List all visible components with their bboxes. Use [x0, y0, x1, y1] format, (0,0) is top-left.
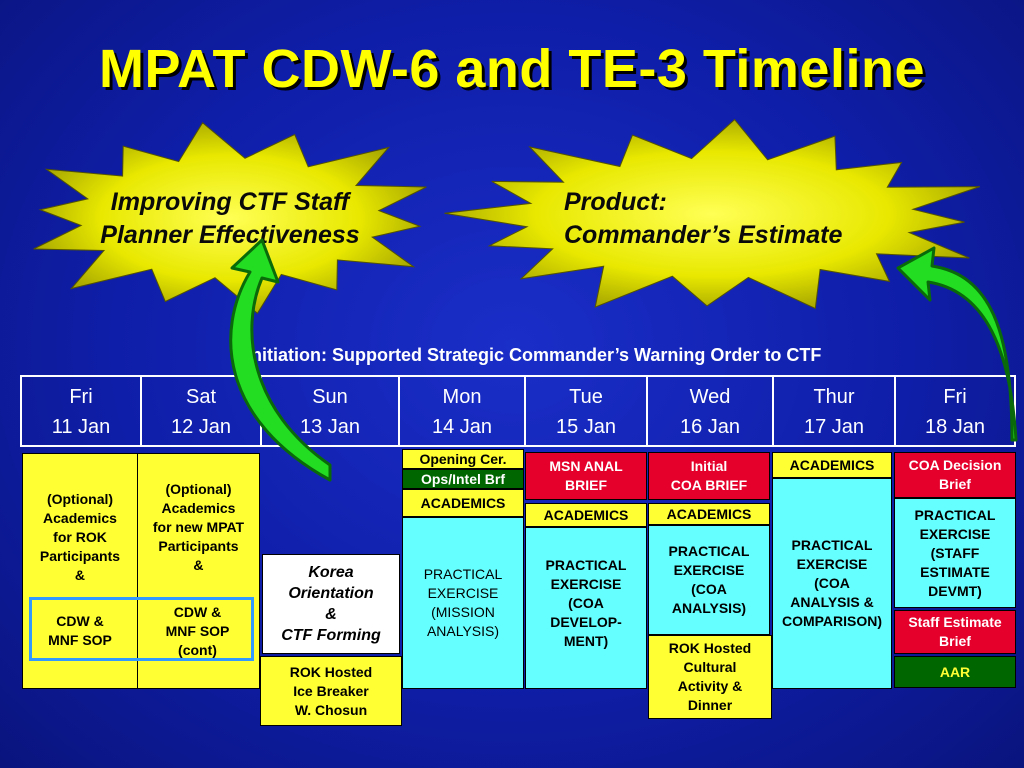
day-date: 17 Jan	[803, 416, 865, 438]
box-label: ROK Hosted Cultural Activity & Dinner	[668, 640, 752, 713]
day-header-thur-17: Thur 17 Jan	[772, 375, 896, 447]
mon14-opening-box: Opening Cer.	[402, 449, 524, 469]
mon14-opsintel-box: Ops/Intel Brf	[402, 469, 524, 489]
day-date: 16 Jan	[679, 416, 741, 438]
box-label: Ops/Intel Brf	[420, 470, 505, 487]
sat12-academics-box: (Optional) Academics for new MPAT Partic…	[137, 453, 260, 689]
sun13-icebreaker-box: ROK Hosted Ice Breaker W. Chosun	[260, 656, 402, 726]
fri18-aar-box: AAR	[894, 656, 1016, 688]
day-date: 12 Jan	[170, 416, 232, 438]
box-label: CDW & MNF SOP (cont)	[165, 604, 230, 658]
thu17-exercise-box: PRACTICAL EXERCISE (COA ANALYSIS & COMPA…	[772, 478, 892, 689]
box-label: ROK Hosted Ice Breaker W. Chosun	[289, 663, 373, 718]
day-name: Mon	[442, 386, 482, 408]
box-label: PRACTICAL EXERCISE (COA DEVELOP- MENT)	[545, 557, 627, 649]
wed16-academics-box: ACADEMICS	[648, 503, 770, 525]
day-name: Thur	[813, 386, 855, 408]
box-label: ACADEMICS	[666, 505, 752, 522]
fri11-academics-box: (Optional) Academics for ROK Participant…	[22, 453, 138, 689]
day-date: 18 Jan	[924, 416, 986, 438]
day-header-fri-11: Fri 11 Jan	[20, 375, 142, 447]
burst-right-text: Product: Commander’s Estimate	[564, 188, 843, 249]
day-header-mon-14: Mon 14 Jan	[398, 375, 526, 447]
box-label: Staff Estimate Brief	[908, 614, 1002, 649]
fri18-exercise-box: PRACTICAL EXERCISE (STAFF ESTIMATE DEVMT…	[894, 498, 1016, 608]
box-label: (Optional) Academics for new MPAT Partic…	[152, 481, 245, 573]
fri18-staff-box: Staff Estimate Brief	[894, 610, 1016, 654]
mon14-academics-box: ACADEMICS	[402, 489, 524, 517]
thu17-academics-box: ACADEMICS	[772, 452, 892, 478]
box-label: MSN ANAL BRIEF	[549, 458, 623, 493]
day-name: Wed	[689, 386, 731, 408]
box-label: Opening Cer.	[419, 450, 507, 467]
day-name: Sat	[185, 386, 217, 408]
box-label: ACADEMICS	[789, 456, 875, 473]
fri11-cdw-label: CDW & MNF SOP	[30, 612, 130, 650]
box-label: PRACTICAL EXERCISE (COA ANALYSIS & COMPA…	[781, 537, 883, 629]
box-label: COA Decision Brief	[908, 457, 1002, 492]
day-date: 11 Jan	[51, 416, 111, 438]
day-header-fri-18: Fri 18 Jan	[894, 375, 1016, 447]
sun13-korea-box: Korea Orientation & CTF Forming	[262, 554, 400, 654]
tue15-academics-box: ACADEMICS	[525, 503, 647, 527]
day-name: Fri	[943, 386, 967, 408]
box-label: ACADEMICS	[543, 506, 629, 523]
day-header-sat-12: Sat 12 Jan	[140, 375, 262, 447]
box-label: AAR	[939, 663, 971, 680]
box-label: Initial COA BRIEF	[670, 458, 748, 493]
initiation-text: Initiation: Supported Strategic Commande…	[246, 345, 822, 365]
wed16-exercise-box: PRACTICAL EXERCISE (COA ANALYSIS)	[648, 525, 770, 635]
day-header-tue-15: Tue 15 Jan	[524, 375, 648, 447]
sat12-cdw-label: CDW & MNF SOP (cont)	[140, 603, 255, 660]
day-name: Sun	[312, 386, 348, 408]
tue15-exercise-box: PRACTICAL EXERCISE (COA DEVELOP- MENT)	[525, 527, 647, 689]
tue15-msn-box: MSN ANAL BRIEF	[525, 452, 647, 500]
box-label: (Optional) Academics for ROK Participant…	[39, 491, 121, 583]
wed16-cultural-box: ROK Hosted Cultural Activity & Dinner	[648, 635, 772, 719]
box-label: Korea Orientation & CTF Forming	[281, 564, 381, 644]
fri18-coa-box: COA Decision Brief	[894, 452, 1016, 498]
box-label: PRACTICAL EXERCISE (COA ANALYSIS)	[668, 543, 750, 616]
day-date: 13 Jan	[299, 416, 361, 438]
page-title: MPAT CDW-6 and TE-3 Timeline	[99, 39, 925, 99]
day-date: 15 Jan	[555, 416, 617, 438]
day-name: Fri	[69, 386, 93, 408]
cdw-highlight-frame	[29, 597, 254, 661]
box-label: ACADEMICS	[420, 494, 506, 511]
day-date: 14 Jan	[431, 416, 493, 438]
day-name: Tue	[569, 386, 603, 408]
box-label: PRACTICAL EXERCISE (STAFF ESTIMATE DEVMT…	[914, 506, 996, 599]
wed16-initial-box: Initial COA BRIEF	[648, 452, 770, 500]
mon14-exercise-box: PRACTICAL EXERCISE (MISSION ANALYSIS)	[402, 517, 524, 689]
box-label: CDW & MNF SOP	[48, 613, 112, 648]
burst-left-text: Improving CTF Staff Planner Effectivenes…	[100, 188, 360, 249]
day-header-sun-13: Sun 13 Jan	[260, 375, 400, 447]
day-header-wed-16: Wed 16 Jan	[646, 375, 774, 447]
box-label: PRACTICAL EXERCISE (MISSION ANALYSIS)	[423, 566, 503, 639]
